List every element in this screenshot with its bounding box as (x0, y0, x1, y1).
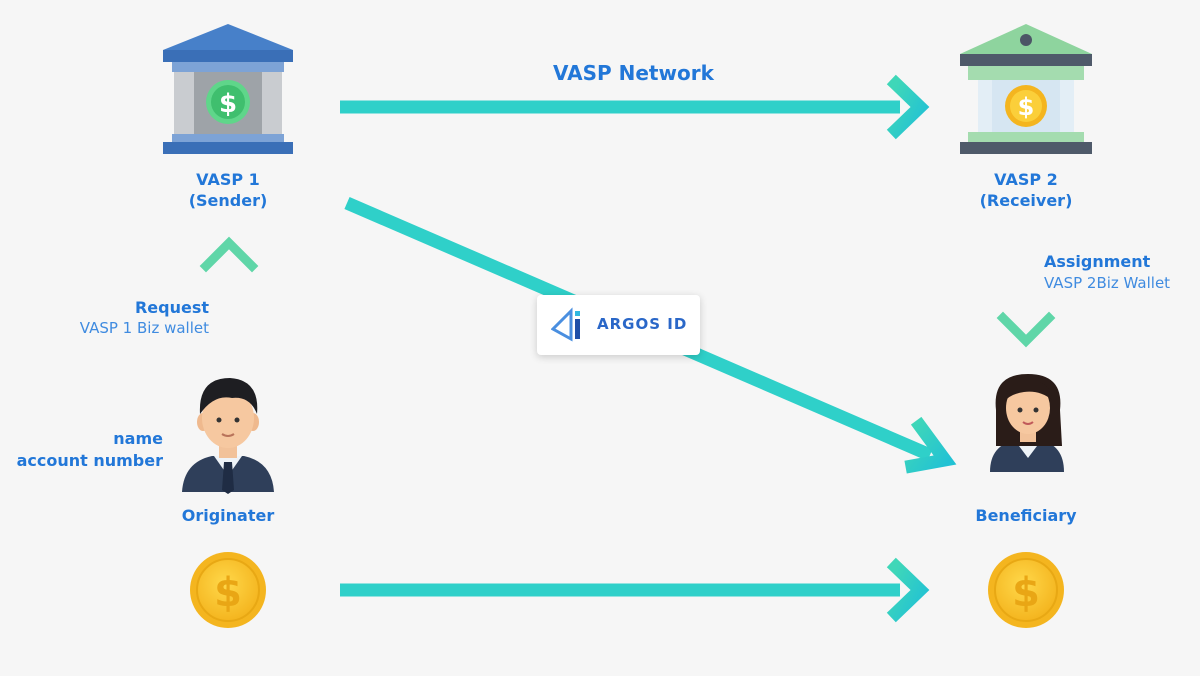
originator-label: Originater (181, 506, 275, 525)
assignment-detail: VASP 2Biz Wallet (1044, 274, 1171, 292)
request-arrow (199, 236, 259, 345)
argos-id-label: ARGOS ID (597, 315, 688, 333)
svg-text:$: $ (1018, 93, 1035, 121)
svg-text:$: $ (1012, 570, 1040, 616)
originator-info-account: account number (16, 451, 163, 470)
bank-dollar-icon: $ (163, 24, 293, 154)
argos-logo-icon (551, 307, 580, 342)
assignment-title: Assignment (1044, 252, 1151, 271)
vasp-network-arrow (340, 74, 930, 140)
request-title: Request (134, 298, 209, 317)
vasp2-role: (Receiver) (979, 191, 1073, 210)
vasp2-name: VASP 2 (994, 170, 1058, 189)
beneficiary-label: Beneficiary (975, 506, 1077, 525)
request-detail: VASP 1 Biz wallet (79, 319, 209, 337)
vasp-network-label: VASP Network (553, 61, 714, 85)
vasp1-role: (Sender) (188, 191, 268, 210)
originator-info-name: name (113, 429, 163, 448)
argos-id-badge: ARGOS ID (537, 295, 700, 355)
coin-transfer-arrow (340, 557, 930, 623)
businessman-icon (182, 378, 274, 494)
dollar-coin-icon-beneficiary: $ (988, 552, 1064, 628)
dollar-coin-icon-originator: $ (190, 552, 266, 628)
vasp1-name: VASP 1 (196, 170, 260, 189)
assignment-arrow (996, 236, 1056, 348)
bank-coin-icon: $ (960, 24, 1092, 154)
svg-text:$: $ (219, 89, 237, 119)
businesswoman-icon (990, 374, 1064, 472)
svg-text:$: $ (214, 570, 242, 616)
